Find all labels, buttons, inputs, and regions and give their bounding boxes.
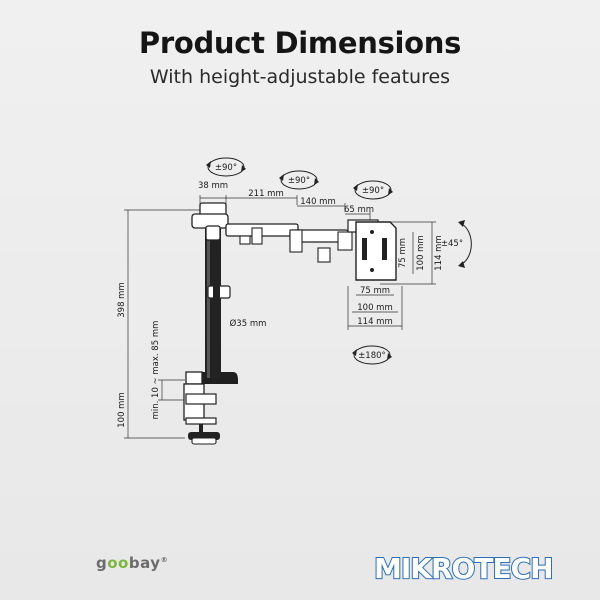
dim-label-38: 38 mm xyxy=(198,181,228,191)
rotation-label-arm: ±90° xyxy=(288,176,310,186)
vesa-label-114-vertical: 114 mm xyxy=(434,235,444,271)
arm-segment-1 xyxy=(225,223,299,245)
page-subtitle: With height-adjustable features xyxy=(149,66,451,88)
tilt-label: ±45° xyxy=(441,239,463,249)
vesa-label-75-vertical: 75 mm xyxy=(398,238,408,268)
watermark-text: MIKROTECH xyxy=(374,552,553,585)
desk-clamp xyxy=(183,371,220,445)
pole-collar xyxy=(191,202,229,241)
vesa-label-100-horizontal: 100 mm xyxy=(357,303,393,313)
rotation-label-pole: ±90° xyxy=(215,163,237,173)
mikrotech-watermark: MIKROTECH xyxy=(373,551,555,586)
dim-label-398: 398 mm xyxy=(117,282,127,318)
brand-name-pre: g xyxy=(96,554,108,572)
dim-label-140: 140 mm xyxy=(300,197,336,207)
rotation-label-vesa: ±180° xyxy=(358,351,386,361)
vesa-label-114-horizontal: 114 mm xyxy=(357,317,393,327)
rotation-label-head: ±90° xyxy=(362,186,384,196)
dim-label-clamp-range: min. 10 ~ max. 85 mm xyxy=(151,321,161,420)
vesa-label-100-vertical: 100 mm xyxy=(416,235,426,271)
dim-label-100-height: 100 mm xyxy=(117,392,127,428)
arc-arrowheads xyxy=(206,161,465,360)
dim-label-pole-diameter: Ø35 mm xyxy=(230,318,267,329)
dim-label-65: 65 mm xyxy=(344,205,374,215)
arm-segment-2 xyxy=(289,229,353,263)
brand-name-dots: oo xyxy=(107,554,129,572)
vesa-label-75-horizontal: 75 mm xyxy=(360,286,390,296)
brand-name-post: bay xyxy=(128,554,161,572)
page-title: Product Dimensions xyxy=(138,26,462,60)
goobay-logo: goobay® xyxy=(96,554,168,572)
brand-registered-mark: ® xyxy=(160,556,169,564)
cable-clip xyxy=(207,285,231,299)
dim-label-211: 211 mm xyxy=(248,189,284,199)
vesa-plate xyxy=(347,219,397,281)
